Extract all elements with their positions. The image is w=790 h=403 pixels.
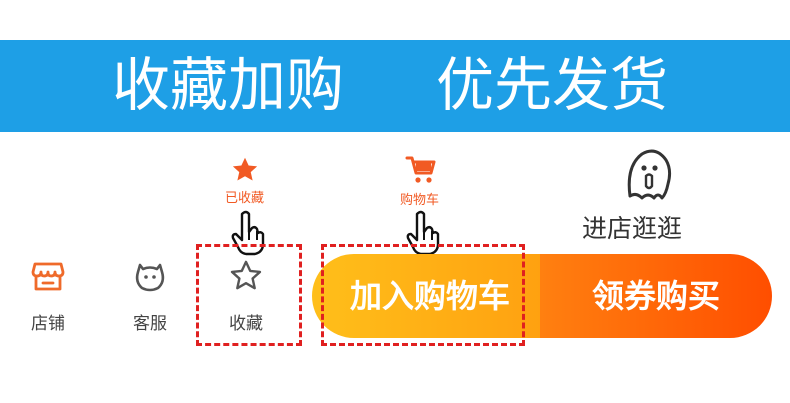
nav-favorite[interactable]: 收藏: [210, 256, 282, 342]
nav-favorite-label: 收藏: [229, 314, 263, 334]
star-filled-icon: [232, 157, 258, 181]
nav-customer-service[interactable]: 客服: [114, 256, 186, 342]
nav-store[interactable]: 店铺: [12, 256, 84, 342]
banner-left-text: 收藏加购: [112, 51, 345, 119]
customer-service-icon: [135, 263, 165, 292]
nav-customer-service-label: 客服: [133, 314, 167, 334]
star-outline-icon: [230, 260, 262, 290]
add-to-cart-button[interactable]: 加入购物车: [312, 254, 548, 338]
enter-store-label: 进店逛逛: [582, 214, 683, 243]
promo-banner: 收藏加购 优先发货: [0, 40, 790, 132]
enter-store-link[interactable]: 进店逛逛: [576, 146, 726, 248]
banner-right-text: 优先发货: [436, 51, 669, 119]
coupon-buy-button[interactable]: 领券购买: [540, 254, 772, 338]
nav-store-label: 店铺: [31, 314, 65, 334]
favorite-highlight-box: [196, 244, 302, 346]
favorited-annotation-label: 已收藏: [225, 191, 265, 206]
cart-highlight-box: [321, 244, 525, 346]
cart-annotation-label: 购物车: [400, 193, 440, 208]
ghost-mascot-icon: [627, 149, 672, 200]
shopping-cart-icon: [405, 156, 436, 183]
store-icon: [31, 262, 65, 291]
